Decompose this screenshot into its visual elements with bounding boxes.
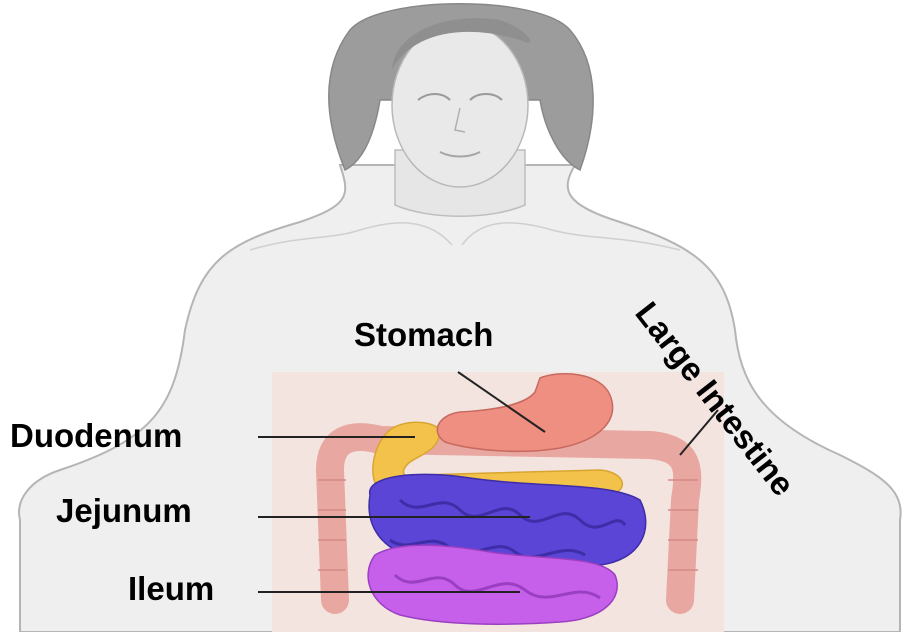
face <box>392 23 528 187</box>
label-duodenum: Duodenum <box>10 419 182 452</box>
label-ileum: Ileum <box>128 572 214 605</box>
label-stomach: Stomach <box>354 318 493 351</box>
label-jejunum: Jejunum <box>56 494 192 527</box>
